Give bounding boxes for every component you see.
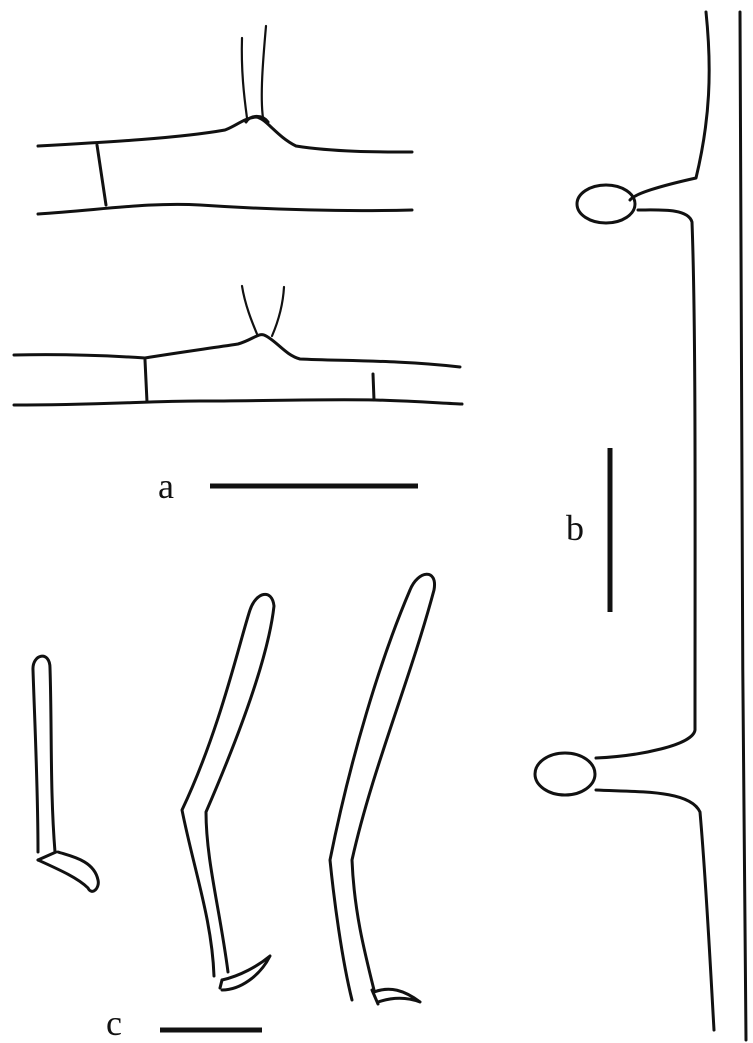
hypha-wall-right <box>740 12 746 1040</box>
hypha-wall-top <box>38 117 412 152</box>
hypha-wall-bottom <box>38 204 412 214</box>
hypha-wall-bottom <box>14 400 462 405</box>
branch-wall-left <box>242 38 247 118</box>
septum <box>373 374 374 400</box>
clamp-connection-lower <box>535 753 595 795</box>
terminal-element-2 <box>182 594 274 990</box>
septum <box>145 360 147 402</box>
clamp-connection-upper <box>577 185 635 223</box>
hypha-wall-top <box>14 335 460 367</box>
panel-c-drawing <box>33 574 435 1030</box>
panel-label-c: c <box>106 1005 122 1041</box>
panel-a-drawing <box>14 26 462 486</box>
branch-wall-right <box>262 26 266 118</box>
panel-a-hypha-upper <box>38 26 412 214</box>
septum <box>97 145 106 205</box>
branch-wall-right <box>272 287 284 336</box>
hypha-wall-left <box>596 12 714 1030</box>
branch-wall-left <box>242 286 257 334</box>
panel-label-b: b <box>566 510 584 546</box>
panel-label-a: a <box>158 468 174 504</box>
terminal-element-1 <box>33 656 98 891</box>
terminal-element-3 <box>330 574 435 1004</box>
panel-a-hypha-lower <box>14 286 462 405</box>
